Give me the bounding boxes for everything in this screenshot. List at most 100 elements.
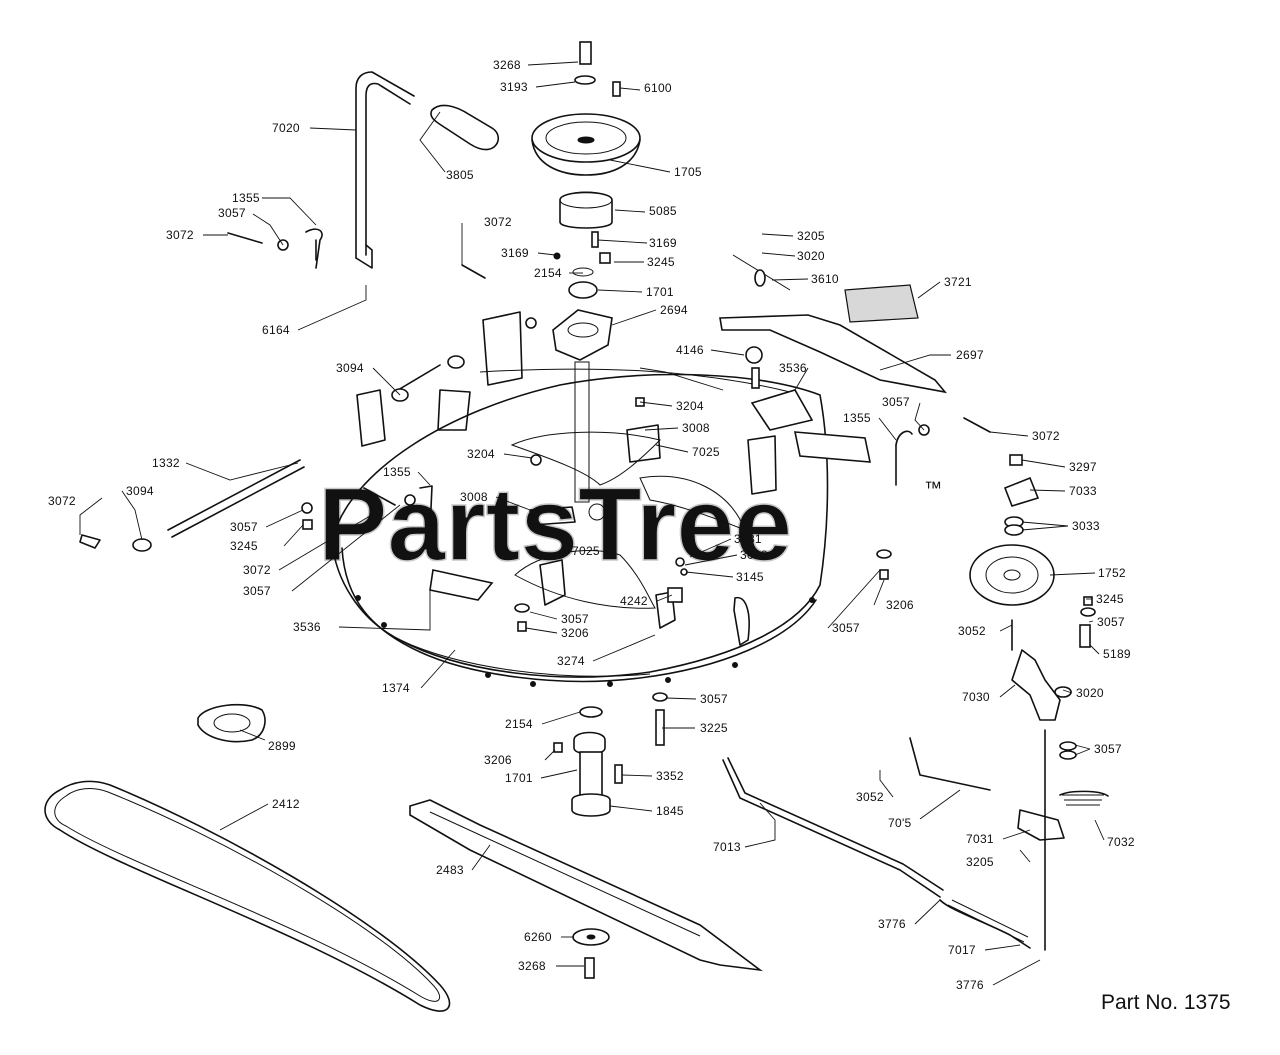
callout-3193: 3193 — [500, 80, 528, 94]
callout-3057: 3057 — [230, 520, 258, 534]
callout-4242: 4242 — [620, 594, 648, 608]
callout-3225: 3225 — [700, 721, 728, 735]
pulley-hub — [559, 191, 613, 229]
callout-7031: 7031 — [966, 832, 994, 846]
callout-7017: 7017 — [948, 943, 976, 957]
callout-3721: 3721 — [944, 275, 972, 289]
callout-6164: 6164 — [262, 323, 290, 337]
callout-3057: 3057 — [832, 621, 860, 635]
callout-3020: 3020 — [797, 249, 825, 263]
leader-lines — [79, 61, 1105, 986]
callout-3805: 3805 — [446, 168, 474, 182]
callout-3145: 3145 — [736, 570, 764, 584]
callout-3536: 3536 — [293, 620, 321, 634]
callout-3204: 3204 — [676, 399, 704, 413]
belt — [44, 780, 451, 1012]
callout-3245: 3245 — [1096, 592, 1124, 606]
callout-5085: 5085 — [649, 204, 677, 218]
callout-2899: 2899 — [268, 739, 296, 753]
callout-3094: 3094 — [126, 484, 154, 498]
callout-3169: 3169 — [649, 236, 677, 250]
callout-3033: 3033 — [1072, 519, 1100, 533]
callout-5189: 5189 — [1103, 647, 1131, 661]
callout-3274: 3274 — [557, 654, 585, 668]
callout-3052: 3052 — [856, 790, 884, 804]
deck-housing — [331, 311, 872, 687]
callout-3008: 3008 — [460, 490, 488, 504]
callout-2483: 2483 — [436, 863, 464, 877]
callout-3297: 3297 — [1069, 460, 1097, 474]
callout-3057: 3057 — [1097, 615, 1125, 629]
callout-7033: 7033 — [1069, 484, 1097, 498]
callout-3052: 3052 — [958, 624, 986, 638]
callout-3072: 3072 — [48, 494, 76, 508]
callout-1355: 1355 — [232, 191, 260, 205]
callout-4146: 4146 — [676, 343, 704, 357]
callout-2412: 2412 — [272, 797, 300, 811]
callout-1701: 1701 — [505, 771, 533, 785]
watermark-text: PartsTree — [318, 467, 792, 583]
callout-labels: 3268 3193 6100 7020 1705 3805 1355 3057 … — [48, 58, 1135, 992]
callout-1332: 1332 — [152, 456, 180, 470]
callout-2154: 2154 — [534, 266, 562, 280]
part-number-label: Part No. 1375 — [1101, 991, 1231, 1014]
callout-3206: 3206 — [886, 598, 914, 612]
callout-3268: 3268 — [493, 58, 521, 72]
callout-3082: 3082 — [740, 548, 768, 562]
idler-assembly — [969, 454, 1109, 951]
callout-3072: 3072 — [1032, 429, 1060, 443]
callout-3204: 3204 — [467, 447, 495, 461]
callout-2694: 2694 — [660, 303, 688, 317]
spindle-housing — [552, 231, 613, 503]
callout-3057: 3057 — [882, 395, 910, 409]
callout-1752: 1752 — [1098, 566, 1126, 580]
callout-3206: 3206 — [561, 626, 589, 640]
callout-7015: 70'5 — [888, 816, 912, 830]
callout-3610: 3610 — [811, 272, 839, 286]
callout-6100: 6100 — [644, 81, 672, 95]
callout-1374: 1374 — [382, 681, 410, 695]
deck-rods — [79, 228, 537, 552]
callout-3057: 3057 — [561, 612, 589, 626]
callout-3020: 3020 — [1076, 686, 1104, 700]
trademark-symbol: ™ — [924, 478, 942, 498]
watermark: PartsTree ™ — [317, 466, 942, 584]
spindle-lower — [553, 692, 668, 817]
callout-2697: 2697 — [956, 348, 984, 362]
callout-7025: 7025 — [692, 445, 720, 459]
callout-3776: 3776 — [878, 917, 906, 931]
callout-3072: 3072 — [166, 228, 194, 242]
callout-7032: 7032 — [1107, 835, 1135, 849]
callout-3205: 3205 — [966, 855, 994, 869]
callout-3206: 3206 — [484, 753, 512, 767]
callout-7013: 7013 — [713, 840, 741, 854]
callout-3536: 3536 — [779, 361, 807, 375]
callout-2154: 2154 — [505, 717, 533, 731]
callout-3072: 3072 — [243, 563, 271, 577]
callout-3057: 3057 — [1094, 742, 1122, 756]
callout-3169: 3169 — [501, 246, 529, 260]
idler-plate — [719, 254, 948, 394]
callout-1845: 1845 — [656, 804, 684, 818]
callout-1355: 1355 — [843, 411, 871, 425]
callout-3008: 3008 — [682, 421, 710, 435]
spindle-pulley — [531, 41, 641, 176]
callout-1355: 1355 — [383, 465, 411, 479]
blade — [409, 799, 763, 979]
callout-3352: 3352 — [656, 769, 684, 783]
callout-7020: 7020 — [272, 121, 300, 135]
callout-3776: 3776 — [956, 978, 984, 992]
callout-3057: 3057 — [218, 206, 246, 220]
deflector-ring — [197, 703, 266, 743]
callout-1705: 1705 — [674, 165, 702, 179]
callout-3268: 3268 — [518, 959, 546, 973]
callout-3057: 3057 — [243, 584, 271, 598]
callout-3072: 3072 — [484, 215, 512, 229]
small-hardware — [514, 397, 1096, 632]
callout-3245: 3245 — [230, 539, 258, 553]
callout-3245: 3245 — [647, 255, 675, 269]
callout-3205: 3205 — [797, 229, 825, 243]
callout-3081: 3081 — [734, 532, 762, 546]
callout-7030: 7030 — [962, 690, 990, 704]
